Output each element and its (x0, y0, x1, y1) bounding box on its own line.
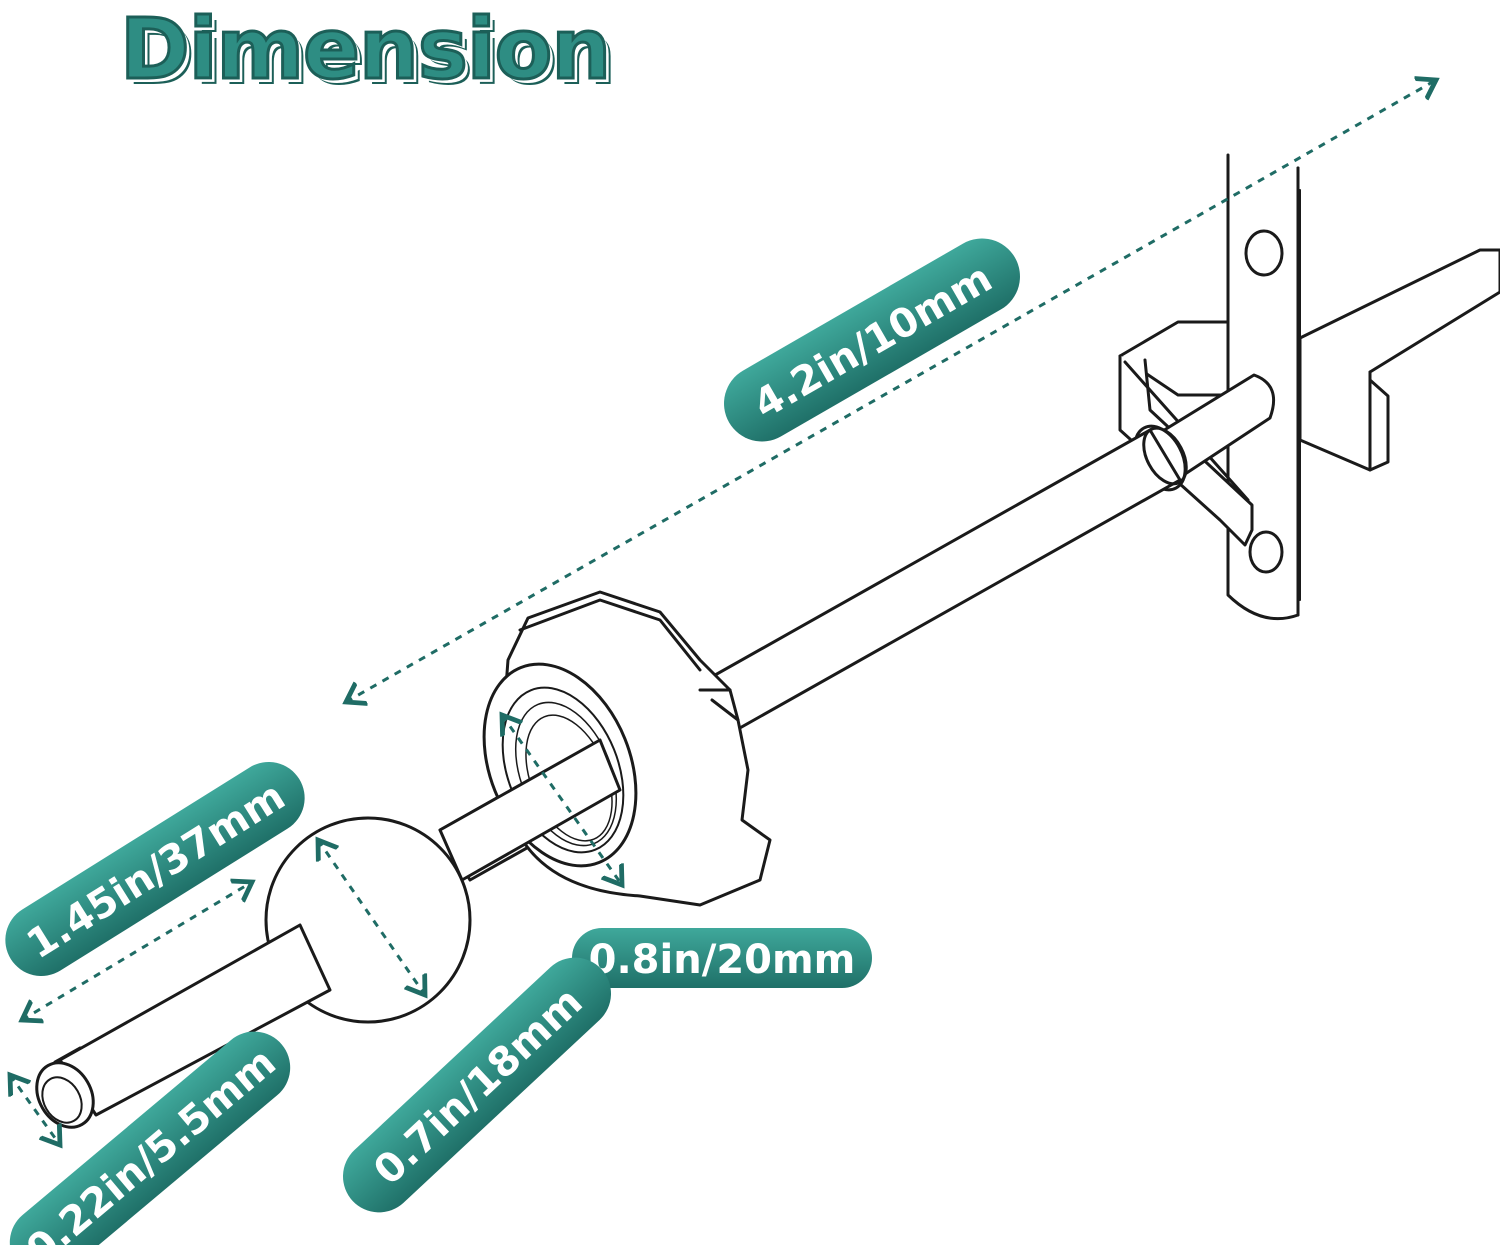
tip-diameter-dimension-line (10, 1075, 60, 1145)
label-nut-diameter-text: 0.8in/20mm (589, 937, 856, 983)
label-nut-diameter: 0.8in/20mm (572, 928, 872, 988)
tip-length-dimension-line (22, 882, 252, 1020)
label-total-length: 4.2in/10mm (724, 238, 1020, 442)
nut-diameter-dimension-line (502, 715, 622, 885)
dimension-lines (10, 80, 1436, 1145)
lever-arm (1298, 248, 1500, 472)
ball-diameter-dimension-line (318, 840, 425, 995)
assembly-drawing (35, 153, 1500, 1129)
